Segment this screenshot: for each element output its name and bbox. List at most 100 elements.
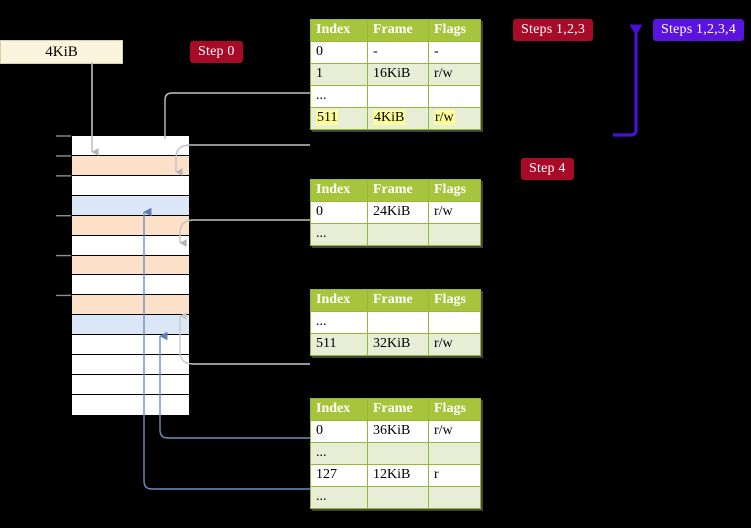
cell-index: 127 [311,465,368,487]
page-table-pd-table: IndexFrameFlags...51132KiBr/w [310,289,481,356]
cell-flags: r [429,465,481,487]
cell-flags: r/w [429,108,481,130]
memory-frame-orange[interactable] [72,295,189,315]
memory-frame-white[interactable] [72,176,189,196]
table-row[interactable]: 024KiBr/w [311,202,481,224]
badge-steps-123-label: Steps 1,2,3 [521,22,585,37]
cell-frame: 12KiB [368,465,429,487]
bracket-steps-1234 [613,34,636,135]
column-header-flags: Flags [429,399,481,421]
table-header-row: IndexFrameFlags [311,290,481,312]
cell-flags [429,443,481,465]
table-row[interactable]: ... [311,86,481,108]
memory-frame-white[interactable] [72,395,189,415]
memory-tick-marks [56,136,71,295]
cell-index: 0 [311,421,368,443]
memory-frame-orange[interactable] [72,256,189,276]
page-table-pt-table: IndexFrameFlags036KiBr/w...12712KiBr... [310,398,481,509]
cell-frame [368,312,429,334]
table-row[interactable]: 0-- [311,42,481,64]
cell-index: 1 [311,64,368,86]
badge-step-4-label: Step 4 [529,161,566,176]
memory-frame-blue[interactable] [72,196,189,216]
cell-frame: 16KiB [368,64,429,86]
cell-index: ... [311,443,368,465]
connector-pdp-row0 [180,220,310,243]
column-header-index: Index [311,20,368,42]
table-row[interactable]: 036KiBr/w [311,421,481,443]
memory-frame-white[interactable] [72,236,189,256]
cell-frame: 4KiB [368,108,429,130]
column-header-flags: Flags [429,20,481,42]
cell-flags: r/w [429,202,481,224]
cell-index: 0 [311,42,368,64]
memory-frame-white[interactable] [72,275,189,295]
column-header-index: Index [311,290,368,312]
memory-frame-white[interactable] [72,375,189,395]
badge-steps-1234-label: Steps 1,2,3,4 [661,22,736,37]
column-header-index: Index [311,399,368,421]
table-row[interactable]: 116KiBr/w [311,64,481,86]
cell-flags: r/w [429,64,481,86]
connector-pml4-row511 [176,145,310,172]
table-header-row: IndexFrameFlags [311,180,481,202]
table-row[interactable]: ... [311,487,481,509]
connector-pd-row511 [180,316,310,364]
cell-flags [429,224,481,246]
page-table-pdp-table: IndexFrameFlags024KiBr/w... [310,179,481,246]
cell-index: ... [311,312,368,334]
cell-frame [368,487,429,509]
cell-frame [368,443,429,465]
table-row[interactable]: ... [311,224,481,246]
table-row[interactable]: 12712KiBr [311,465,481,487]
connector-pml4-row1 [165,93,310,139]
cell-frame [368,86,429,108]
column-header-frame: Frame [368,20,429,42]
table-row[interactable]: 51132KiBr/w [311,334,481,356]
badge-step-4: Step 4 [521,158,574,180]
cell-flags [429,86,481,108]
cell-index: 511 [311,108,368,130]
table-header-row: IndexFrameFlags [311,399,481,421]
memory-frame-orange[interactable] [72,156,189,176]
memory-frame-white[interactable] [72,136,189,156]
memory-frame-blue[interactable] [72,315,189,335]
column-header-frame: Frame [368,180,429,202]
table-row[interactable]: ... [311,312,481,334]
column-header-frame: Frame [368,399,429,421]
badge-step-0: Step 0 [190,41,243,63]
cell-frame: 24KiB [368,202,429,224]
table-row[interactable]: 5114KiBr/w [311,108,481,130]
column-header-frame: Frame [368,290,429,312]
memory-frame-white[interactable] [72,355,189,375]
column-header-flags: Flags [429,180,481,202]
physical-memory-column [71,135,190,416]
cell-frame: - [368,42,429,64]
cell-index: ... [311,224,368,246]
cell-frame: 32KiB [368,334,429,356]
cell-index: 0 [311,202,368,224]
cell-frame: 36KiB [368,421,429,443]
memory-frame-orange[interactable] [72,216,189,236]
cell-flags [429,487,481,509]
cell-index: ... [311,86,368,108]
badge-steps-123: Steps 1,2,3 [513,19,593,41]
page-table-pml4-table: IndexFrameFlags0--116KiBr/w...5114KiBr/w [310,19,481,130]
memory-block-4kib: 4KiB [0,40,123,64]
cell-flags: - [429,42,481,64]
memory-block-label: 4KiB [45,44,78,61]
cell-flags [429,312,481,334]
cell-flags: r/w [429,334,481,356]
memory-frame-white[interactable] [72,335,189,355]
badge-steps-1234: Steps 1,2,3,4 [653,19,744,41]
cell-frame [368,224,429,246]
badge-step-0-label: Step 0 [198,44,235,59]
cell-index: 511 [311,334,368,356]
column-header-index: Index [311,180,368,202]
table-row[interactable]: ... [311,443,481,465]
table-header-row: IndexFrameFlags [311,20,481,42]
column-header-flags: Flags [429,290,481,312]
cell-index: ... [311,487,368,509]
cell-flags: r/w [429,421,481,443]
